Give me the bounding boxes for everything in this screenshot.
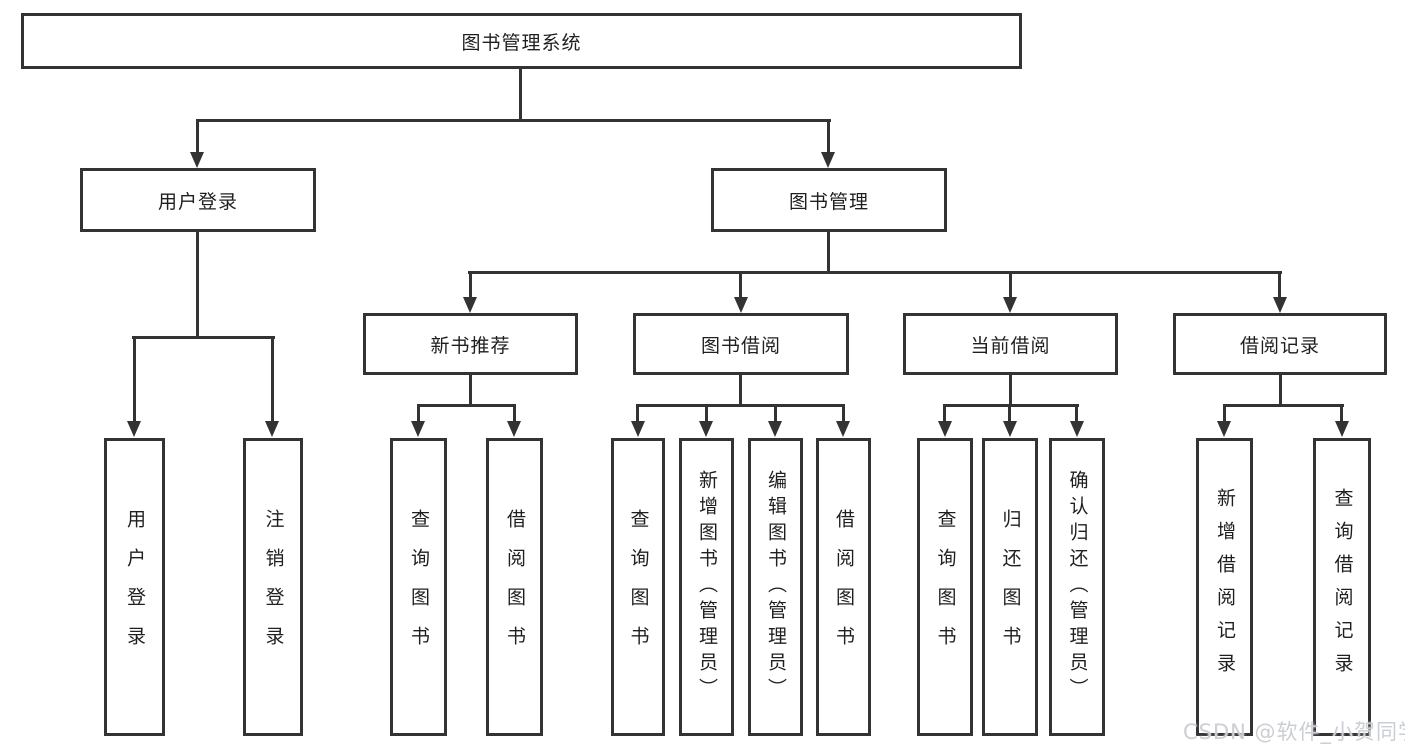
node-book-management: 图书管理	[711, 168, 947, 232]
connector-line	[943, 404, 946, 422]
connector-line	[271, 336, 274, 423]
leaf-current-query-books: 查询图书	[917, 438, 973, 736]
arrow-down-icon	[938, 421, 952, 437]
arrow-down-icon	[1273, 297, 1287, 313]
arrow-down-icon	[699, 421, 713, 437]
leaf-confirm-return-admin: 确认归还（管理员）	[1049, 438, 1105, 736]
connector-line	[774, 404, 777, 422]
leaf-query-borrow-record-label: 查询借阅记录	[1331, 488, 1354, 686]
connector-line	[133, 336, 136, 423]
connector-line	[196, 119, 199, 153]
connector-line	[636, 404, 639, 422]
connector-line	[469, 271, 472, 300]
arrow-down-icon	[1335, 421, 1349, 437]
watermark: CSDN @软件_小贺同学	[1183, 720, 1405, 744]
node-book-borrowing-label: 图书借阅	[700, 334, 781, 357]
arrow-down-icon	[190, 152, 204, 168]
arrow-down-icon	[821, 152, 835, 168]
arrow-down-icon	[1003, 421, 1017, 437]
leaf-return-book-label: 归还图书	[999, 509, 1022, 665]
connector-line	[637, 404, 845, 407]
connector-line	[468, 271, 1282, 274]
leaf-edit-book-admin: 编辑图书（管理员）	[748, 438, 803, 736]
arrow-down-icon	[768, 421, 782, 437]
node-user-login: 用户登录	[80, 168, 316, 232]
node-current-borrowing: 当前借阅	[903, 313, 1118, 375]
leaf-return-book: 归还图书	[982, 438, 1038, 736]
leaf-confirm-return-admin-label: 确认归还（管理员）	[1066, 470, 1089, 704]
connector-line	[1278, 271, 1281, 300]
arrow-down-icon	[734, 297, 748, 313]
leaf-recommend-query-books: 查询图书	[390, 438, 447, 736]
leaf-add-borrow-record-label: 新增借阅记录	[1214, 488, 1236, 686]
arrow-down-icon	[1070, 421, 1084, 437]
node-book-management-label: 图书管理	[788, 190, 869, 213]
connector-line	[1009, 271, 1012, 300]
connector-line	[944, 404, 1079, 407]
connector-line	[469, 375, 472, 406]
connector-line	[417, 404, 516, 407]
leaf-recommend-borrow-books-label: 借阅图书	[504, 509, 526, 665]
arrow-down-icon	[507, 421, 521, 437]
connector-line	[1223, 404, 1226, 422]
connector-line	[132, 336, 275, 339]
arrow-down-icon	[265, 421, 279, 437]
leaf-user-login: 用户登录	[104, 438, 165, 736]
connector-line	[417, 404, 420, 422]
connector-line	[1279, 375, 1282, 406]
connector-line	[1008, 404, 1011, 422]
arrow-down-icon	[411, 421, 425, 437]
arrow-down-icon	[631, 421, 645, 437]
connector-line	[519, 69, 522, 121]
leaf-recommend-borrow-books: 借阅图书	[486, 438, 543, 736]
node-root-label: 图书管理系统	[461, 31, 582, 54]
leaf-borrowing-query-books: 查询图书	[611, 438, 665, 736]
leaf-borrow-book-label: 借阅图书	[833, 509, 855, 665]
leaf-query-borrow-record: 查询借阅记录	[1313, 438, 1371, 736]
connector-line	[827, 232, 830, 273]
connector-line	[196, 232, 199, 338]
leaf-current-query-books-label: 查询图书	[934, 509, 957, 665]
connector-line	[513, 404, 516, 422]
arrow-down-icon	[1003, 297, 1017, 313]
arrow-down-icon	[836, 421, 850, 437]
connector-line	[1075, 404, 1078, 422]
connector-line	[1340, 404, 1343, 422]
leaf-borrowing-query-books-label: 查询图书	[627, 509, 650, 665]
connector-line	[842, 404, 845, 422]
connector-line	[705, 404, 708, 422]
leaf-logout: 注销登录	[243, 438, 303, 736]
connector-line	[739, 375, 742, 406]
connector-line	[196, 119, 831, 122]
leaf-edit-book-admin-label: 编辑图书（管理员）	[765, 470, 787, 704]
leaf-borrow-book: 借阅图书	[816, 438, 871, 736]
node-borrowing-records-label: 借阅记录	[1239, 334, 1320, 357]
node-new-book-recommend-label: 新书推荐	[430, 334, 511, 357]
arrow-down-icon	[127, 421, 141, 437]
leaf-add-book-admin: 新增图书（管理员）	[679, 438, 734, 736]
node-borrowing-records: 借阅记录	[1173, 313, 1387, 375]
leaf-logout-label: 注销登录	[262, 509, 285, 665]
arrow-down-icon	[1217, 421, 1231, 437]
leaf-user-login-label: 用户登录	[124, 509, 146, 665]
leaf-add-borrow-record: 新增借阅记录	[1196, 438, 1253, 736]
node-user-login-label: 用户登录	[157, 190, 238, 213]
connector-line	[1223, 404, 1344, 407]
leaf-recommend-query-books-label: 查询图书	[408, 509, 430, 665]
leaf-add-book-admin-label: 新增图书（管理员）	[696, 470, 718, 704]
arrow-down-icon	[463, 297, 477, 313]
node-current-borrowing-label: 当前借阅	[970, 334, 1051, 357]
node-root: 图书管理系统	[21, 13, 1022, 69]
connector-line	[1009, 375, 1012, 406]
node-book-borrowing: 图书借阅	[633, 313, 849, 375]
connector-line	[739, 271, 742, 300]
node-new-book-recommend: 新书推荐	[363, 313, 578, 375]
connector-line	[827, 119, 830, 153]
